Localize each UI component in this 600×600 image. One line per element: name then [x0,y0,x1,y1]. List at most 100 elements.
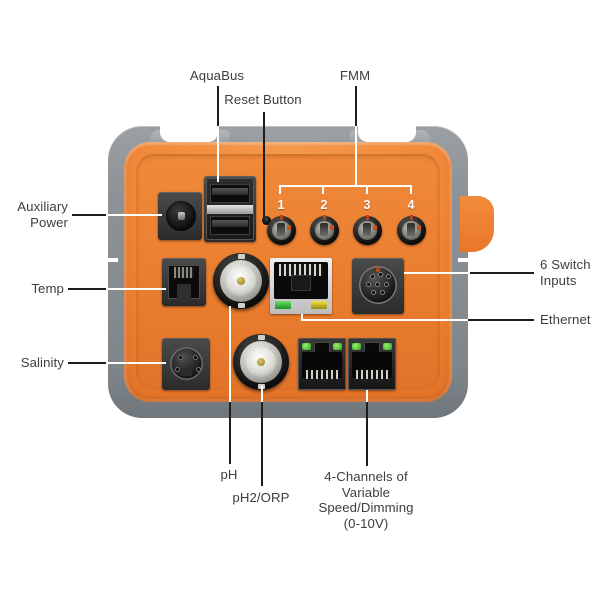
rj45-pins [279,264,323,276]
leader-reset-dark [263,112,265,222]
port-fmm-2[interactable] [310,215,339,245]
bnc-lug-top [238,254,245,259]
device-side-tab [460,196,494,252]
label-ph: pH [220,467,238,482]
leader-dimming-dark [366,402,368,466]
fmm-bracket-span [279,185,412,187]
label-temp: Temp [31,281,64,296]
rj45-latch-slot [314,342,330,354]
port-dimming-b[interactable] [348,338,396,390]
din-hole [378,272,383,277]
ethernet-link-led-green [275,301,291,309]
fmm-number-2: 2 [320,198,328,212]
leader-switch-dark [468,272,534,274]
fmm-indicator [373,225,377,230]
reset-button[interactable] [262,216,271,225]
bezel-notch-right [358,126,416,142]
din-hole [193,355,198,360]
barrel-jack-pin [178,212,185,220]
label-salinity: Salinity [20,355,64,370]
dimming-led-green-right [383,343,392,350]
din-hole [386,274,391,279]
label-ph2-orp: pH2/ORP [232,490,290,505]
din-hole [384,282,389,287]
leader-aux-power-dark [72,214,108,216]
leader-switch-light [404,272,470,274]
fmm-bracket-tick-1 [279,185,281,194]
port-fmm-3[interactable] [353,215,382,245]
fmm-keyway [320,223,328,236]
port-switch-inputs[interactable] [352,258,404,314]
label-aquabus: AquaBus [189,68,245,83]
leader-ethernet-dark [468,319,534,321]
din-hole [175,367,180,372]
leader-ph2-dark [261,402,263,486]
leader-aquabus-light [217,126,219,182]
port-aquabus-usb[interactable] [204,176,256,242]
bnc-center-pin [257,358,265,366]
bnc-lug-bottom [238,303,245,308]
din-hole [178,355,183,360]
leader-ethernet-light [301,319,470,321]
din-hole [366,282,371,287]
leader-aux-power-light [106,214,162,216]
fmm-indicator [417,225,421,230]
fmm-top-mark [280,215,283,220]
bnc-center-pin [237,277,245,285]
din-hole [196,367,201,372]
fmm-keyway [407,223,415,236]
port-dimming-a[interactable] [298,338,346,390]
leader-fmm-dark [355,86,357,128]
leader-fmm-light [355,126,357,186]
rj45-pins [306,370,338,379]
fmm-bracket-tick-4 [410,185,412,194]
fmm-top-mark [410,215,413,220]
usb-blade-bottom [212,220,248,227]
leader-salinity-dark [68,362,108,364]
port-salinity[interactable] [162,338,210,390]
dimming-led-green-left [302,343,311,350]
usb-divider [207,205,253,214]
fmm-number-4: 4 [407,198,415,212]
dimming-led-green-left [352,343,361,350]
port-ph2-orp-bnc[interactable] [233,334,289,390]
bezel-notch-left [160,126,218,142]
label-switch-inputs: 6 Switch Inputs [540,257,591,288]
fmm-top-mark [323,215,326,220]
leader-ph-light [229,306,231,404]
fmm-number-1: 1 [277,198,285,212]
label-dimming: 4-Channels of Variable Speed/Dimming (0-… [318,469,414,531]
leader-ethernet-stub [301,314,303,320]
label-fmm: FMM [339,68,371,83]
leader-aquabus-dark [217,86,219,128]
label-auxiliary-power: Auxiliary Power [17,199,68,230]
fmm-number-3: 3 [363,198,371,212]
din-hole [375,282,380,287]
port-ethernet[interactable] [270,258,332,314]
leader-ph2-light [261,386,263,406]
leader-temp-dark [68,288,108,290]
port-temp[interactable] [162,258,206,306]
rj45-pins [356,370,388,379]
rj11-keyway [177,284,191,299]
leader-dimming-light [366,390,368,406]
dimming-led-green-right [333,343,342,350]
label-reset-button: Reset Button [224,92,302,107]
label-ethernet: Ethernet [540,312,591,327]
rj11-pins [174,267,194,278]
bezel-seam-right [458,258,472,262]
ethernet-activity-led-yellow [311,301,327,309]
port-ph-bnc[interactable] [213,253,269,309]
fmm-bracket-tick-2 [322,185,324,194]
din-hole [371,290,376,295]
port-auxiliary-power[interactable] [158,192,202,240]
fmm-keyway [363,223,371,236]
fmm-indicator [330,225,334,230]
port-fmm-4[interactable] [397,215,426,245]
fmm-keyway [277,223,285,236]
port-fmm-1[interactable] [267,215,296,245]
leader-ph-dark [229,402,231,464]
leader-temp-light [106,288,166,290]
rj45-latch-slot [291,275,311,291]
fmm-bracket-tick-3 [366,185,368,194]
